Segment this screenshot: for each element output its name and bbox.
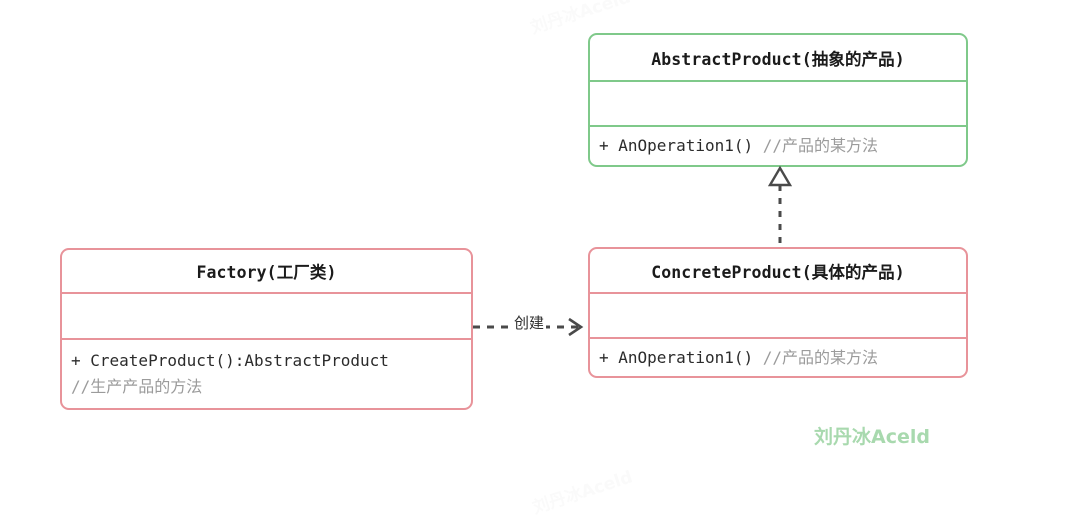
class-attributes-concrete-product [590, 292, 966, 337]
class-box-abstract-product[interactable]: AbstractProduct(抽象的产品) + AnOperation1() … [588, 33, 968, 167]
connector-label-create: 创建 [512, 314, 547, 332]
class-attributes-factory [62, 292, 471, 338]
operation-signature: + AnOperation1() [599, 347, 763, 367]
operation-line: //生产产品的方法 [71, 374, 471, 400]
operation-signature: + CreateProduct():AbstractProduct [71, 351, 389, 370]
connector-realization [767, 165, 793, 256]
class-box-concrete-product[interactable]: ConcreteProduct(具体的产品) + AnOperation1() … [588, 247, 968, 378]
class-title-concrete-product: ConcreteProduct(具体的产品) [651, 262, 905, 282]
operation-line: + AnOperation1() //产品的某方法 [599, 345, 966, 371]
operation-line: + AnOperation1() //产品的某方法 [599, 133, 966, 159]
class-operations-abstract-product: + AnOperation1() //产品的某方法 [590, 125, 966, 165]
author-watermark: 刘丹冰Aceld [814, 426, 930, 448]
open-arrowhead [568, 317, 584, 337]
class-attributes-abstract-product [590, 80, 966, 125]
class-box-factory[interactable]: Factory(工厂类) + CreateProduct():AbstractP… [60, 248, 473, 410]
class-title-factory: Factory(工厂类) [196, 263, 337, 282]
operation-comment: //产品的某方法 [762, 347, 879, 367]
class-operations-concrete-product: + AnOperation1() //产品的某方法 [590, 337, 966, 376]
operation-signature: + AnOperation1() [599, 136, 763, 155]
operation-line: + CreateProduct():AbstractProduct [71, 348, 471, 374]
background-watermark-bottom: 刘丹冰Aceld [530, 467, 636, 519]
hollow-triangle-arrowhead [767, 165, 793, 187]
class-title-abstract-product: AbstractProduct(抽象的产品) [651, 49, 905, 69]
operation-comment: //生产产品的方法 [71, 377, 203, 396]
operation-comment: //产品的某方法 [762, 136, 879, 155]
class-operations-factory: + CreateProduct():AbstractProduct //生产产品… [62, 338, 471, 408]
